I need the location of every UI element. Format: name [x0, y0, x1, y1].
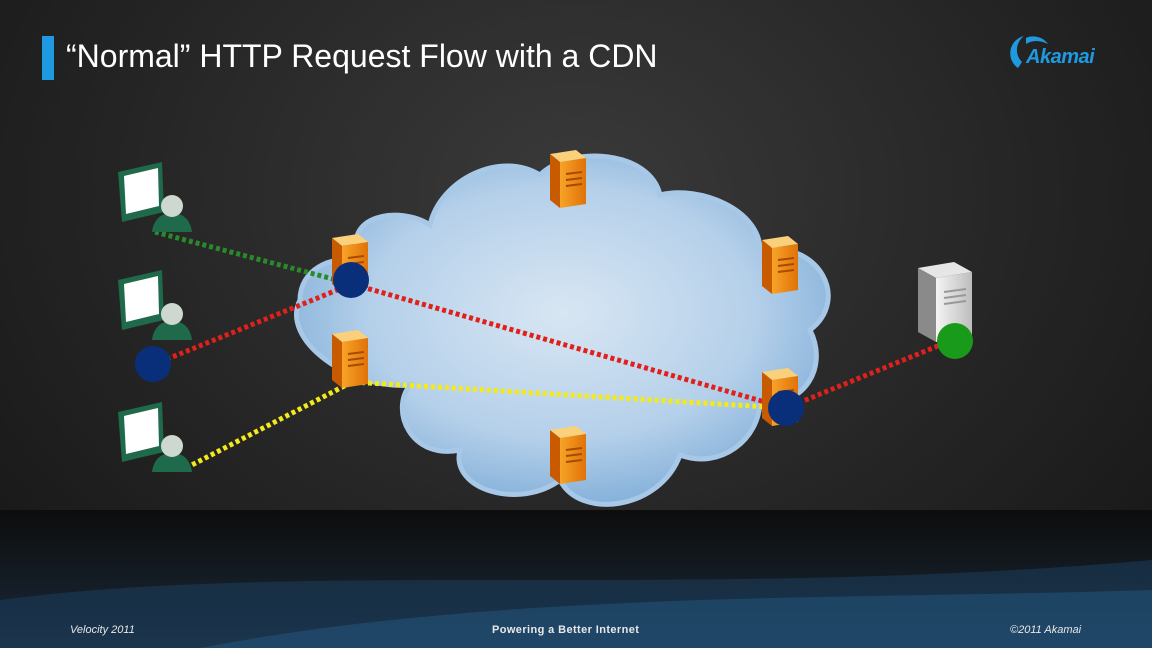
footer-event: Velocity 2011 — [70, 624, 135, 636]
edge-server-6 — [550, 426, 586, 484]
yellow-path — [184, 379, 787, 471]
computer-monitor-icon — [118, 402, 164, 462]
user-computer-1 — [118, 162, 192, 232]
request-paths — [154, 229, 951, 471]
computer-monitor-icon — [118, 270, 164, 330]
person-icon — [152, 195, 192, 232]
edge-server-2 — [332, 330, 368, 388]
blue-swoosh-2 — [200, 590, 1152, 648]
akamai-wave-logo-icon — [1010, 36, 1048, 68]
marker-origin — [937, 323, 973, 359]
marker-user-2 — [135, 346, 171, 382]
footer-tagline: Powering a Better Internet — [492, 624, 640, 636]
person-icon — [152, 435, 192, 472]
user-computer-2 — [118, 270, 192, 340]
edge-server-3 — [550, 150, 586, 208]
person-icon — [152, 303, 192, 340]
marker-edge-4 — [768, 390, 804, 426]
footer-copyright: ©2011 Akamai — [1010, 624, 1082, 636]
origin-server — [918, 262, 972, 342]
title-accent-bar — [42, 36, 54, 80]
user-computer-3 — [118, 402, 192, 472]
green-path — [154, 229, 353, 287]
edge-server-5 — [762, 236, 798, 294]
akamai-logo-text: Akamai — [1026, 46, 1095, 68]
slide-title: “Normal” HTTP Request Flow with a CDN — [66, 38, 658, 74]
marker-edge-1 — [333, 262, 369, 298]
computer-monitor-icon — [118, 162, 164, 222]
blue-swoosh — [0, 560, 1152, 648]
